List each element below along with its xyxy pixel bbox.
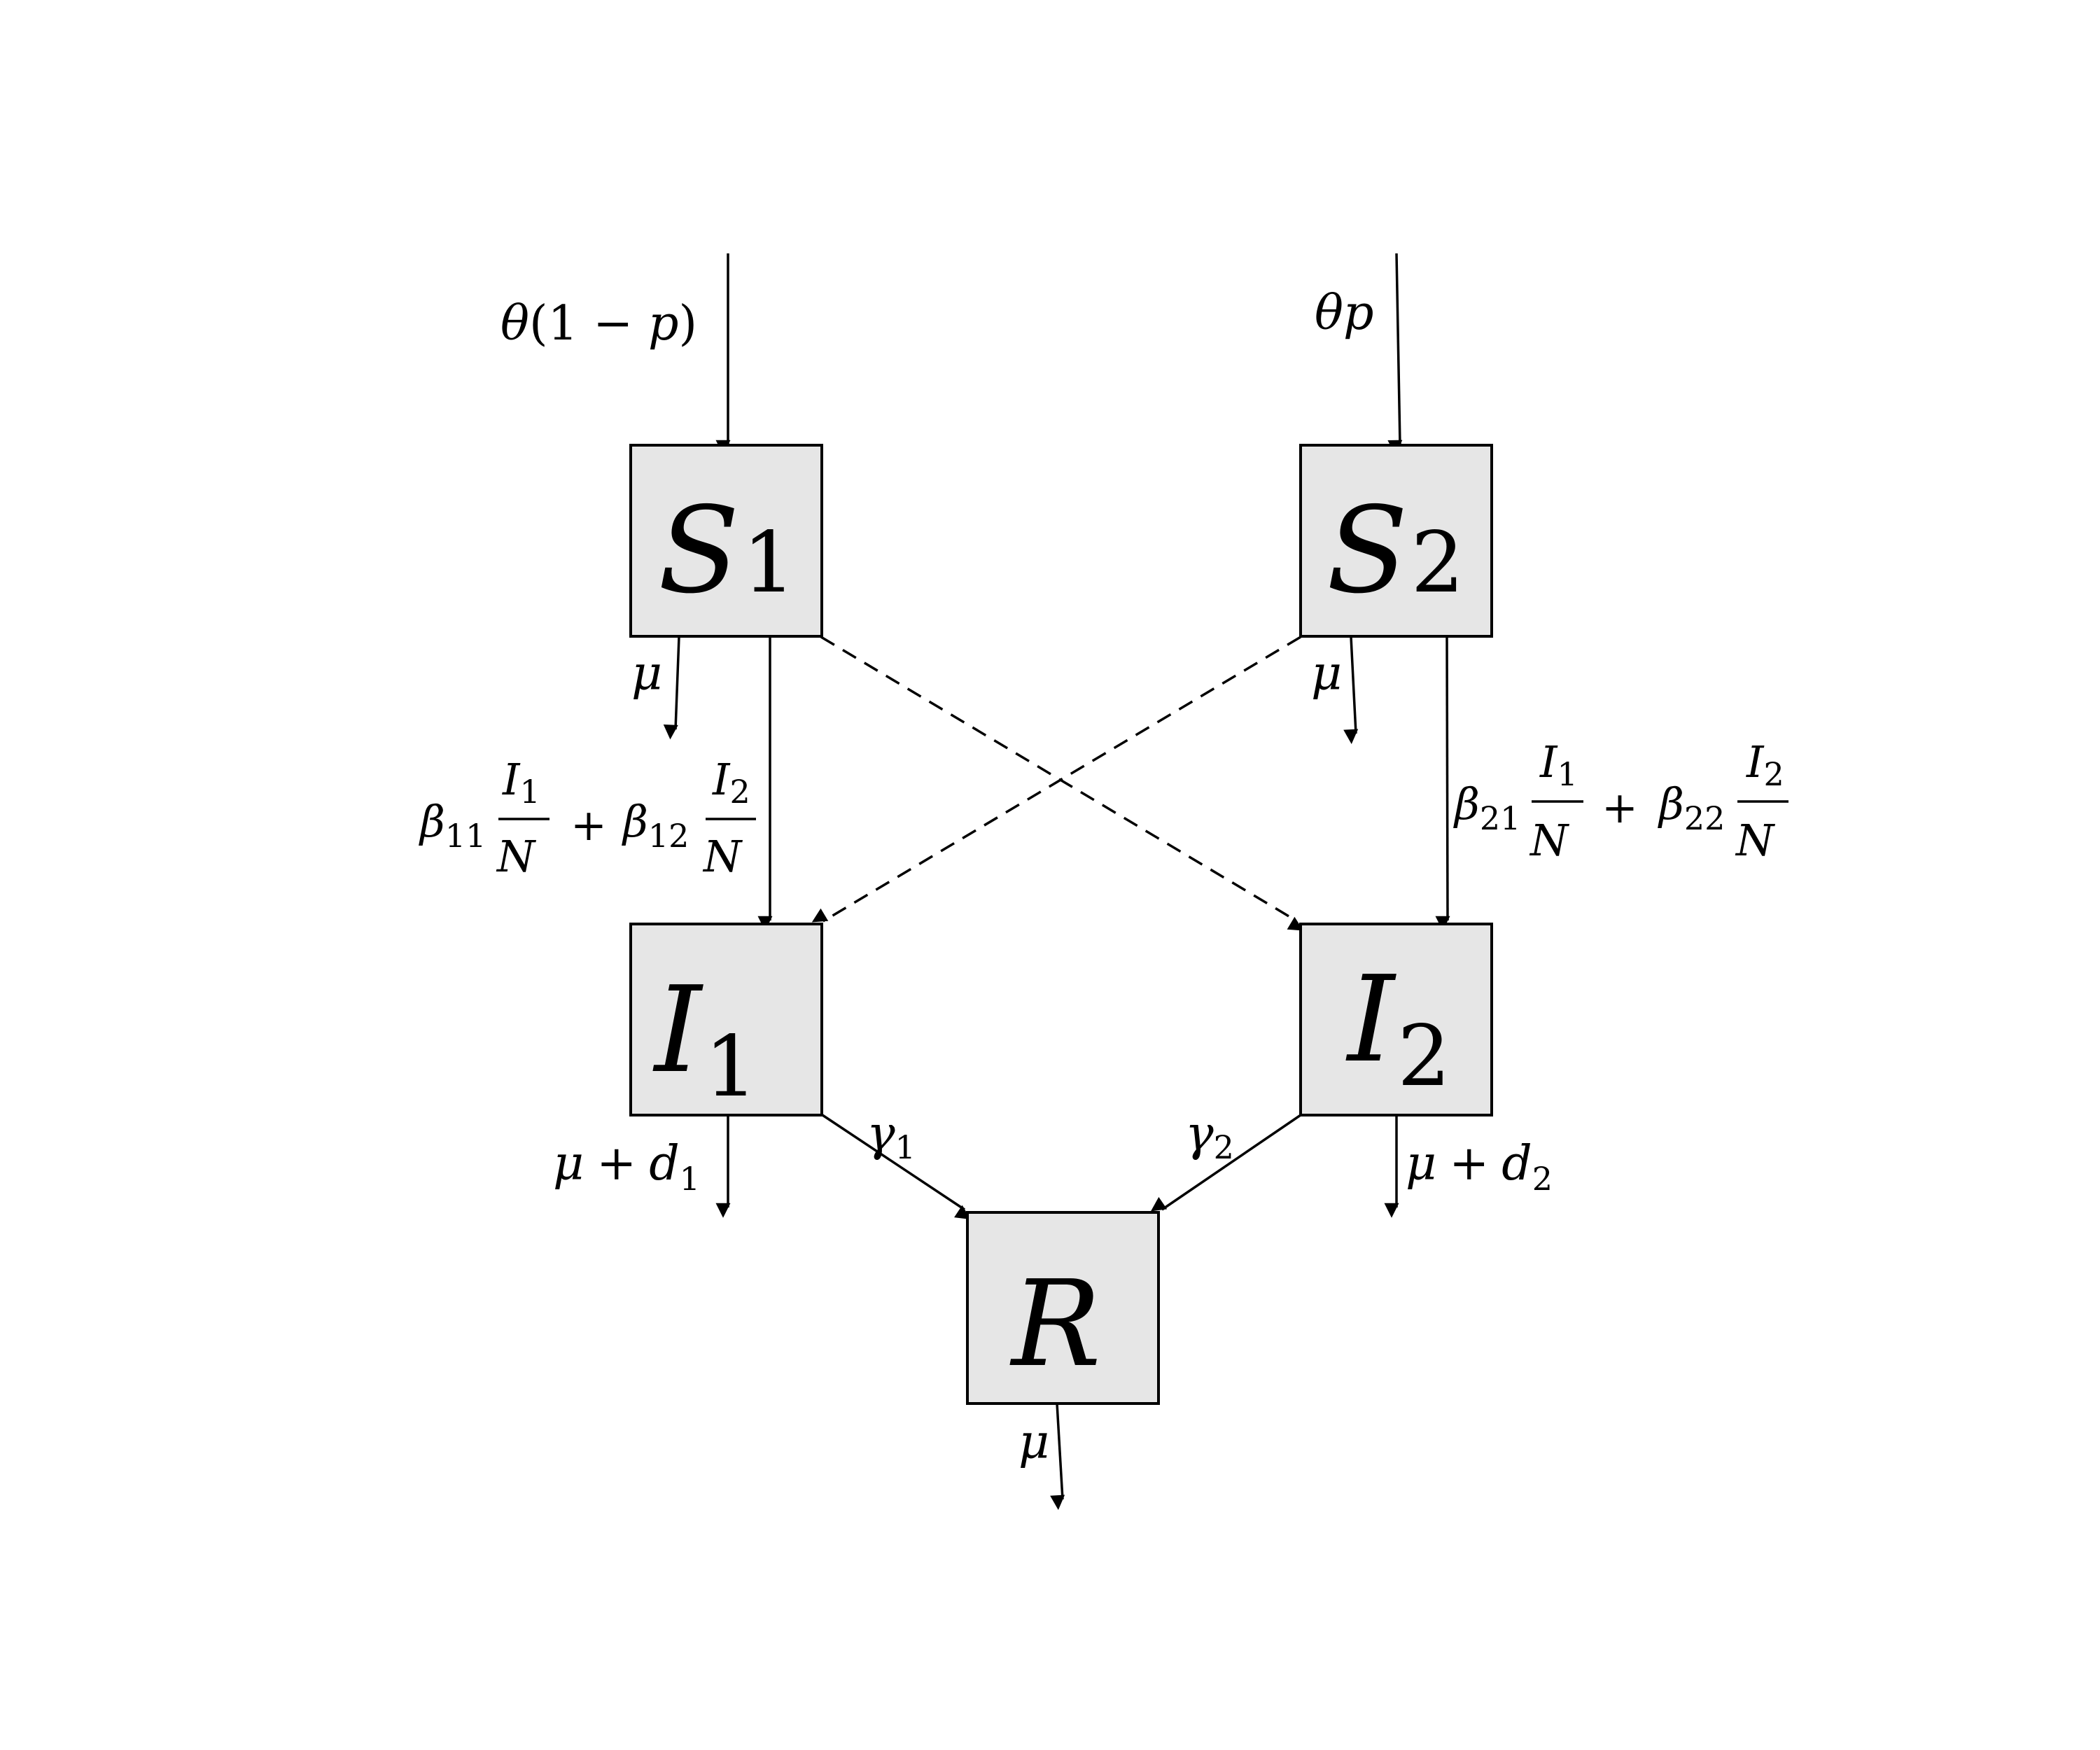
svg-text:β11: β11 — [419, 796, 486, 855]
mu-label-r: μ — [1018, 1415, 1049, 1470]
node-s1: S1 — [629, 444, 823, 638]
infect-label-s1: β11 I1 N + β12 I2 N — [419, 754, 756, 882]
node-r: R — [966, 1211, 1160, 1405]
inflow-label-s2: θp — [1315, 286, 1373, 341]
svg-text:I2: I2 — [1746, 736, 1784, 793]
svg-text:N: N — [1529, 815, 1570, 866]
cross-arrow-s2-i1 — [811, 636, 1301, 923]
svg-text:N: N — [702, 831, 743, 882]
svg-text:S2: S2 — [1326, 482, 1464, 620]
svg-text:β12: β12 — [622, 796, 689, 855]
mu-label-s2: μ — [1311, 646, 1342, 701]
svg-text:N: N — [496, 831, 537, 882]
cross-arrow-s1-i2 — [820, 636, 1304, 931]
recover-arrow-i2 — [1150, 1114, 1301, 1212]
infect-label-s2: β21 I1 N + β22 I2 N — [1453, 736, 1788, 866]
infect-arrow-s2-i2 — [1435, 636, 1450, 931]
svg-text:R: R — [1009, 1255, 1101, 1394]
edges — [663, 253, 1450, 1511]
inflow-label-s1: θ(1 − p) — [500, 296, 697, 351]
death-label-i2: μ+d2 — [1406, 1136, 1553, 1198]
node-i2: I2 — [1299, 923, 1493, 1116]
svg-text:β22: β22 — [1658, 778, 1725, 837]
node-i1: I1 — [629, 923, 823, 1116]
svg-text:I1: I1 — [652, 961, 758, 1116]
svg-text:S1: S1 — [658, 482, 796, 620]
svg-text:I1: I1 — [1539, 736, 1578, 793]
svg-text:I1: I1 — [502, 754, 540, 811]
svg-text:I2: I2 — [712, 754, 750, 811]
death-label-i1: μ+d1 — [553, 1136, 700, 1198]
recover-label-i1: γ1 — [867, 1107, 916, 1166]
svg-text:N: N — [1735, 815, 1776, 866]
svg-text:+: + — [1602, 782, 1638, 833]
node-s2: S2 — [1299, 444, 1493, 638]
mu-arrow-r — [1050, 1403, 1065, 1511]
inflow-arrow-s2 — [1387, 253, 1403, 455]
mu-arrow-s1 — [663, 636, 680, 740]
mu-label-s1: μ — [631, 646, 662, 701]
svg-text:β21: β21 — [1453, 778, 1520, 837]
recover-arrow-i1 — [822, 1114, 971, 1219]
svg-text:I2: I2 — [1345, 951, 1451, 1105]
recover-label-i2: γ2 — [1185, 1107, 1234, 1166]
mu-arrow-s2 — [1343, 636, 1359, 745]
svg-text:+: + — [570, 799, 607, 850]
